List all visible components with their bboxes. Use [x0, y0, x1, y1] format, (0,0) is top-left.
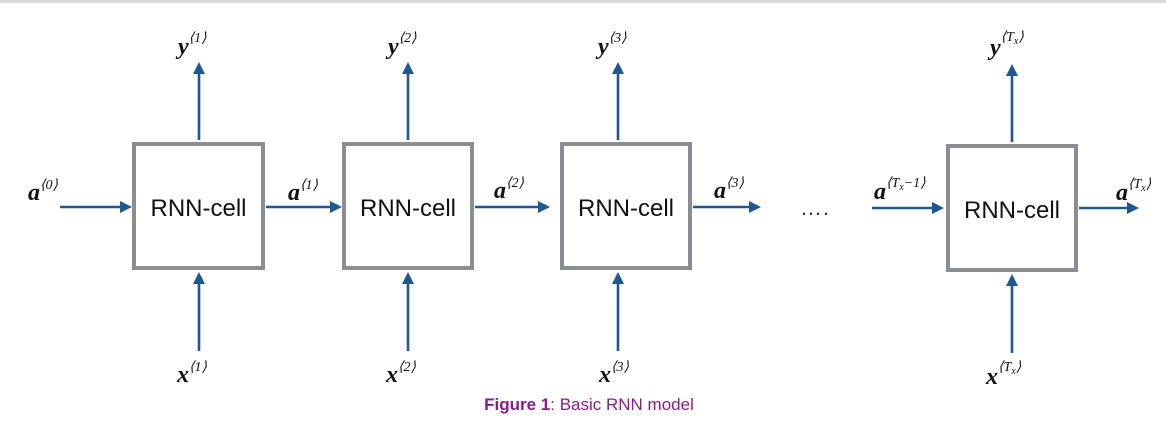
figure-caption: Figure 1: Basic RNN model [0, 395, 1166, 415]
cell-label: RNN-cell [151, 195, 247, 222]
arrowhead-aTx-1 [932, 202, 944, 214]
label-base: x [176, 362, 189, 388]
label-sup-sub: x [898, 182, 904, 193]
output-label-3: y⟨3⟩ [595, 31, 627, 60]
input-label-2: x⟨2⟩ [385, 360, 416, 388]
activation-label-1: a⟨1⟩ [288, 178, 318, 206]
arrowhead-x1 [193, 272, 205, 284]
input-label-1: x⟨1⟩ [176, 360, 207, 388]
rnn-cell-1: RNN-cell [132, 142, 265, 270]
label-base: y [175, 34, 189, 60]
label-sup-pre: ⟨T [1128, 177, 1142, 192]
activation-label-Tx: a⟨Tx⟩ [1116, 177, 1152, 206]
cell-box [946, 144, 1078, 272]
cell-box [342, 142, 474, 270]
label-sup: ⟨1⟩ [300, 178, 318, 193]
caption-prefix: Figure 1 [484, 395, 551, 414]
input-label-Tx: x⟨Tx⟩ [985, 360, 1022, 390]
label-sup: ⟨1⟩ [189, 360, 207, 375]
caption-text: : Basic RNN model [550, 395, 694, 414]
cell-label: RNN-cell [964, 197, 1060, 224]
arrowhead-y2 [402, 62, 414, 74]
cell-box [132, 142, 265, 270]
label-sup-sub: x [1140, 183, 1146, 194]
label-base: y [595, 34, 609, 60]
label-sup-post: −1⟩ [904, 176, 926, 191]
label-base: x [385, 362, 398, 388]
label-base: a [1116, 180, 1128, 206]
label-sup-pre: ⟨T [886, 176, 900, 191]
label-sup: ⟨0⟩ [40, 178, 58, 193]
arrows [60, 62, 1139, 353]
label-base: a [494, 178, 506, 204]
top-divider [0, 0, 1166, 3]
arrowhead-a0-in [120, 201, 132, 213]
rnn-cell-2: RNN-cell [342, 142, 474, 270]
arrowhead-y1 [193, 62, 205, 74]
arrowhead-a3 [749, 201, 761, 213]
output-label-Tx: y⟨Tx⟩ [987, 30, 1024, 61]
label-sup-pre: ⟨T [1001, 30, 1015, 45]
activation-label-Tx-1: a⟨Tx−1⟩ [874, 176, 926, 205]
label-base: a [28, 180, 40, 206]
label-sup-sub: x [1013, 36, 1019, 47]
label-sup: ⟨3⟩ [609, 31, 627, 46]
arrowhead-yTx [1006, 64, 1018, 76]
arrowhead-y3 [612, 62, 624, 74]
label-sup: ⟨2⟩ [399, 31, 417, 46]
arrowhead-xTx [1006, 274, 1018, 286]
label-base: y [987, 35, 1001, 61]
rnn-diagram: RNN-cell RNN-cell RNN-cell RNN-cell y⟨1⟩… [28, 30, 1152, 390]
arrowhead-x3 [612, 272, 624, 284]
label-base: y [385, 34, 399, 60]
cell-label: RNN-cell [360, 195, 456, 222]
rnn-cell-3: RNN-cell [560, 142, 692, 270]
ellipsis: …. [800, 195, 830, 220]
label-sup: ⟨3⟩ [726, 176, 744, 191]
output-label-1: y⟨1⟩ [175, 31, 207, 60]
arrowhead-aTx [1127, 202, 1139, 214]
arrowhead-a2 [538, 201, 550, 213]
label-base: x [598, 362, 611, 388]
arrowhead-x2 [402, 272, 414, 284]
label-sup-post: ⟩ [1018, 30, 1024, 45]
label-base: x [985, 364, 998, 390]
input-label-3: x⟨3⟩ [598, 360, 629, 388]
label-sup-post: ⟩ [1016, 360, 1022, 375]
arrowhead-a1 [330, 201, 342, 213]
label-sup: ⟨3⟩ [611, 360, 629, 375]
label-sup-pre: ⟨T [998, 360, 1012, 375]
label-sup: ⟨2⟩ [506, 176, 524, 191]
label-sup-post: ⟩ [1146, 177, 1152, 192]
cell-box [560, 142, 692, 270]
label-sup: ⟨2⟩ [398, 360, 416, 375]
label-sup: ⟨1⟩ [189, 31, 207, 46]
label-base: a [288, 180, 300, 206]
label-base: a [874, 179, 886, 205]
activation-label-2: a⟨2⟩ [494, 176, 524, 204]
label-sup-sub: x [1010, 366, 1016, 377]
output-label-2: y⟨2⟩ [385, 31, 417, 60]
activation-label-3: a⟨3⟩ [714, 176, 744, 204]
label-base: a [714, 178, 726, 204]
cell-label: RNN-cell [578, 195, 674, 222]
activation-label-0: a⟨0⟩ [28, 178, 58, 206]
rnn-cell-4: RNN-cell [946, 144, 1078, 272]
